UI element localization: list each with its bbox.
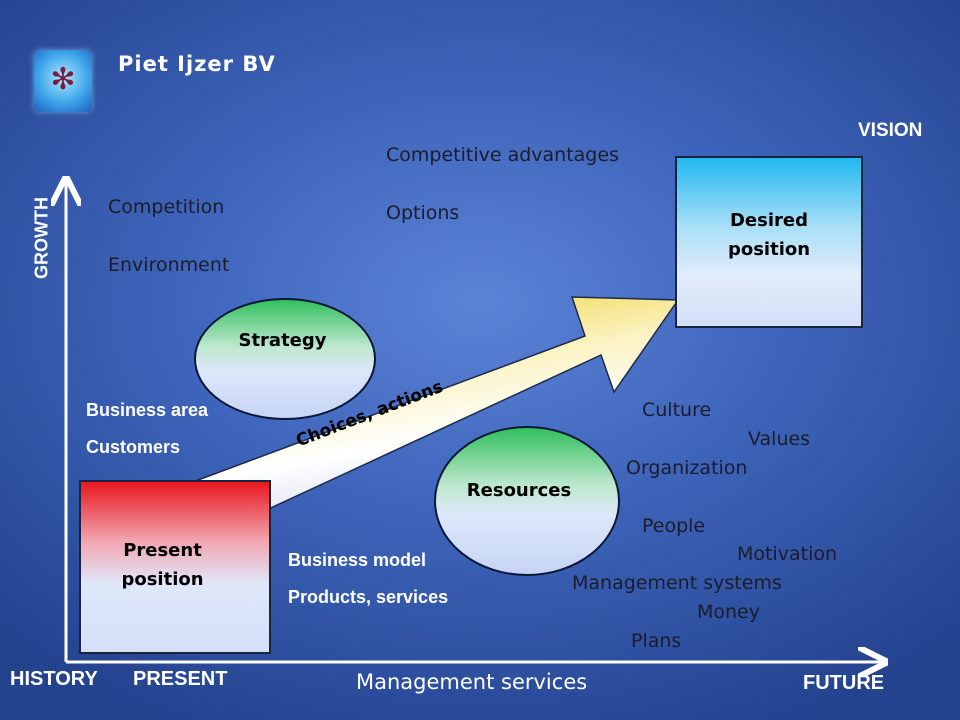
factor-people: People xyxy=(642,515,706,537)
factor-money: Money xyxy=(697,601,760,623)
company-name: Piet Ijzer BV xyxy=(118,52,276,76)
factor-customers: Customers xyxy=(86,437,181,457)
resources-label: Resources xyxy=(466,480,572,501)
factor-business-area: Business area xyxy=(86,400,209,420)
growth-axis-label: GROWTH xyxy=(31,197,52,279)
desired-position-box xyxy=(675,156,863,328)
strategy-label: Strategy xyxy=(238,330,327,351)
factor-competition: Competition xyxy=(108,196,225,218)
vision-label: VISION xyxy=(858,120,923,141)
desired-line2: position xyxy=(727,238,811,260)
factor-environment: Environment xyxy=(108,254,230,276)
factor-culture: Culture xyxy=(642,399,712,421)
factor-organization: Organization xyxy=(626,457,748,479)
team-logo-icon: ✻ xyxy=(50,62,76,97)
future-label: FUTURE xyxy=(803,672,885,694)
factor-competitive-advantages: Competitive advantages xyxy=(386,144,619,166)
factor-products-services: Products, services xyxy=(288,587,449,607)
present-line2: position xyxy=(121,568,204,590)
choices-arrow xyxy=(196,296,680,513)
history-label: HISTORY xyxy=(10,668,98,690)
present-position-label: Present position xyxy=(80,537,245,595)
factor-options: Options xyxy=(386,202,460,224)
factor-values: Values xyxy=(748,428,811,450)
company-logo: ✻ xyxy=(34,50,92,112)
strategy-ellipse xyxy=(194,298,376,420)
factor-business-model: Business model xyxy=(288,550,427,570)
present-line1: Present xyxy=(123,540,202,561)
present-position-box xyxy=(79,480,271,654)
desired-position-label: Desired position xyxy=(676,207,862,265)
factor-plans: Plans xyxy=(631,630,682,652)
present-label: PRESENT xyxy=(133,668,228,690)
factor-management-systems: Management systems xyxy=(572,572,782,594)
desired-line1: Desired xyxy=(729,210,808,231)
resources-ellipse xyxy=(434,426,620,576)
factor-motivation: Motivation xyxy=(737,543,838,565)
x-axis-title: Management services xyxy=(356,670,588,694)
